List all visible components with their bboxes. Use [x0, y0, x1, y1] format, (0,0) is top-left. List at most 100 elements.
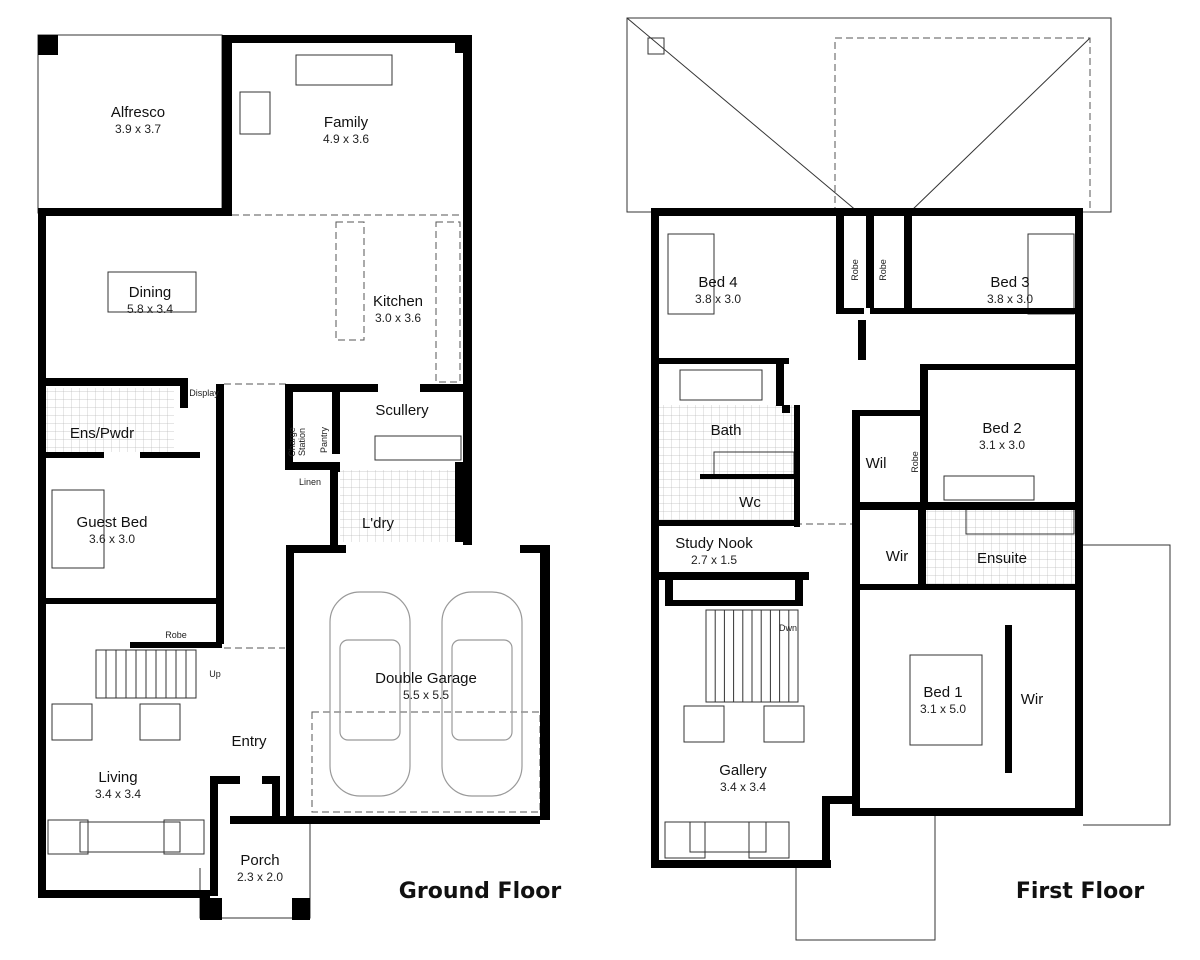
wall [836, 208, 844, 308]
wall [866, 208, 874, 308]
wall [455, 462, 465, 542]
wall [659, 572, 809, 580]
room-dimensions-bed-1: 3.1 x 5.0 [920, 702, 966, 716]
wall [665, 600, 803, 606]
stair-outline [95, 649, 197, 699]
wall [782, 405, 790, 413]
label-robe: Robe [878, 259, 888, 281]
wall [210, 776, 240, 784]
room-dimensions-guest-bed: 3.6 x 3.0 [89, 532, 135, 546]
label-robe: Robe [165, 630, 187, 640]
room-label-entry: Entry [231, 733, 267, 750]
wall [420, 384, 465, 392]
wall [38, 890, 210, 898]
wall [46, 452, 104, 458]
wall [216, 458, 222, 498]
room-label-ensuite: Ensuite [977, 550, 1027, 567]
wall [520, 545, 550, 553]
wall [822, 796, 830, 866]
room-label-bath: Bath [711, 422, 742, 439]
room-label-living: Living [98, 769, 137, 786]
room-label-kitchen: Kitchen [373, 293, 423, 310]
label-display: Display [189, 388, 219, 398]
room-label-dining: Dining [129, 284, 172, 301]
wall [290, 384, 340, 392]
wall [38, 35, 58, 55]
room-dimensions-double-garage: 5.5 x 5.5 [403, 688, 449, 702]
wall [858, 320, 866, 360]
wall [210, 776, 218, 896]
room-label-double-garage: Double Garage [375, 670, 477, 687]
wall [794, 405, 800, 523]
wall [852, 502, 860, 814]
wall [200, 898, 222, 920]
room-label-wir: Wir [1021, 691, 1044, 708]
room-dimensions-gallery: 3.4 x 3.4 [720, 780, 766, 794]
wall [651, 860, 831, 868]
room-dimensions-bed-3: 3.8 x 3.0 [987, 292, 1033, 306]
wall [292, 898, 310, 920]
wall [222, 35, 472, 43]
wall [852, 410, 924, 416]
wall [1075, 545, 1083, 550]
room-label-wir: Wir [886, 548, 909, 565]
wall [700, 474, 794, 479]
wall [852, 584, 1080, 590]
wall [665, 572, 673, 602]
room-dimensions-bed-2: 3.1 x 3.0 [979, 438, 1025, 452]
room-dimensions-bed-4: 3.8 x 3.0 [695, 292, 741, 306]
room-label-guest-bed: Guest Bed [77, 514, 148, 531]
wall [262, 776, 272, 784]
wall [330, 462, 338, 552]
label-stairs-up: Up [209, 669, 221, 679]
room-label-alfresco: Alfresco [111, 104, 165, 121]
wall [130, 642, 222, 648]
room-dimensions-family: 4.9 x 3.6 [323, 132, 369, 146]
wall [852, 502, 1078, 510]
wall [1075, 208, 1083, 810]
room-label-porch: Porch [240, 852, 279, 869]
wall [776, 358, 784, 406]
wall [332, 384, 340, 454]
wall [46, 598, 222, 604]
wall [286, 545, 294, 824]
wall [836, 308, 864, 314]
wall [285, 462, 340, 470]
room-label-l-dry: L'dry [362, 515, 395, 532]
room-dimensions-study-nook: 2.7 x 1.5 [691, 553, 737, 567]
label-pantry: Pantry [319, 426, 329, 453]
tiled-floor-areas [46, 388, 1076, 586]
room-dimensions-porch: 2.3 x 2.0 [237, 870, 283, 884]
wall [222, 35, 232, 215]
room-label-bed-2: Bed 2 [982, 420, 1021, 437]
wall [38, 215, 46, 898]
wall [338, 384, 378, 392]
wall [463, 35, 472, 545]
wall [216, 384, 224, 644]
wall [285, 384, 293, 464]
wall [38, 208, 232, 216]
floor-title-first: First Floor [1016, 879, 1144, 904]
room-label-scullery: Scullery [375, 402, 429, 419]
wall [272, 776, 280, 824]
label-charge-station-2: Station [297, 428, 307, 456]
wall [794, 472, 800, 527]
floor-title-ground: Ground Floor [399, 879, 562, 904]
wall [540, 545, 550, 820]
wall [180, 378, 188, 408]
room-label-family: Family [324, 114, 369, 131]
room-label-bed-1: Bed 1 [923, 684, 962, 701]
wall [310, 816, 540, 824]
wall [920, 364, 928, 504]
room-label-bed-3: Bed 3 [990, 274, 1029, 291]
wall [38, 378, 188, 386]
wall [286, 545, 346, 553]
room-label-ens-pwdr: Ens/Pwdr [70, 425, 134, 442]
room-dimensions-kitchen: 3.0 x 3.6 [375, 311, 421, 325]
wall [904, 308, 1075, 314]
wall [852, 808, 1083, 816]
wall [1005, 625, 1012, 773]
wall [659, 520, 799, 526]
wall [651, 208, 659, 868]
